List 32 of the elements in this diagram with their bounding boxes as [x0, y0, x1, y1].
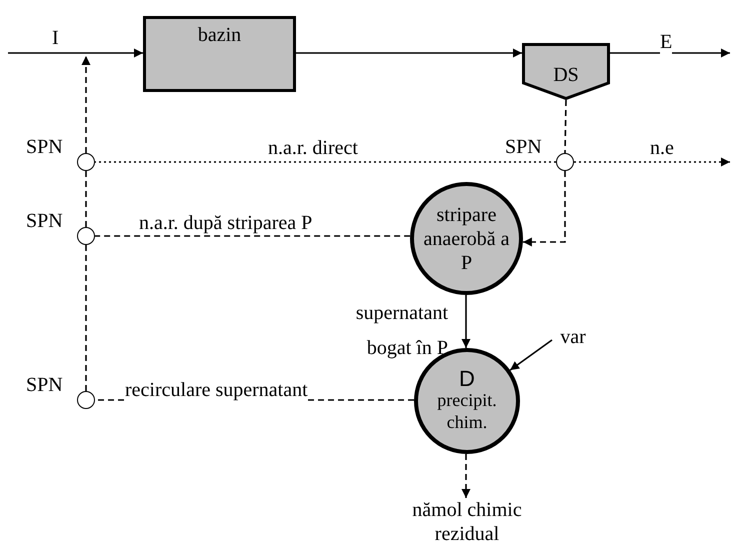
junction-circle [77, 227, 95, 245]
connector-line [85, 245, 87, 391]
arrow [610, 48, 730, 58]
connector-line [564, 100, 567, 154]
node-label: bazin [198, 23, 242, 47]
arrow [82, 56, 90, 153]
node-label: DS [553, 62, 579, 86]
arrow [462, 295, 470, 348]
junction-label: SPN [26, 135, 63, 159]
arrow [296, 48, 522, 58]
node-label: D [459, 368, 475, 390]
junction-label: SPN [26, 209, 63, 233]
arrow [510, 339, 552, 371]
junction-label: SPN [26, 373, 63, 397]
clarifier-shape [522, 43, 610, 100]
junction-circle [77, 391, 95, 409]
node-label: nămol chimic rezidual [411, 498, 523, 546]
connector-line [95, 235, 410, 237]
node-label: precipit. chim. [436, 390, 498, 434]
connector-line [85, 171, 87, 227]
arrow [574, 158, 730, 166]
arrow [8, 48, 143, 58]
junction-label: SPN [505, 135, 542, 159]
process-box [143, 16, 296, 92]
node-label: var [560, 325, 586, 349]
arrow [462, 454, 470, 498]
junction-circle [556, 153, 574, 171]
node-label: stripare anaerobă a P [422, 202, 511, 274]
edge-label: supernatant bogat în P [354, 301, 448, 361]
junction-circle [77, 153, 95, 171]
connector-line [95, 161, 556, 163]
arrow [522, 171, 566, 246]
